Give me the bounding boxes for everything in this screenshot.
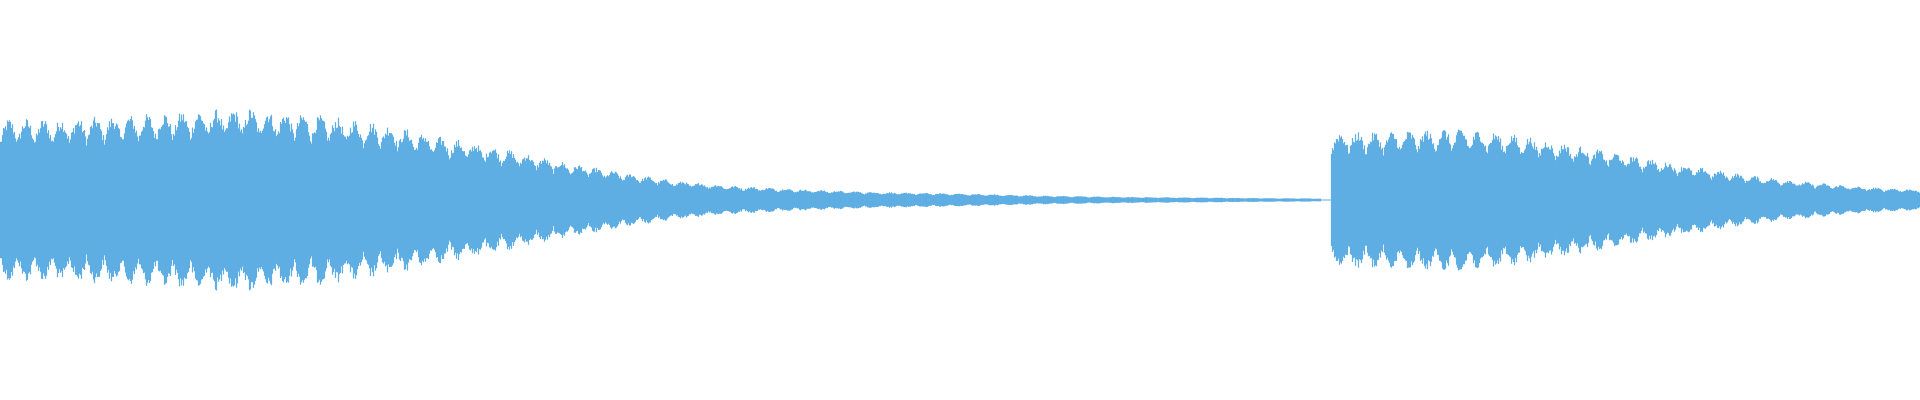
waveform-bars bbox=[0, 109, 1920, 291]
waveform-path bbox=[0, 109, 1920, 291]
